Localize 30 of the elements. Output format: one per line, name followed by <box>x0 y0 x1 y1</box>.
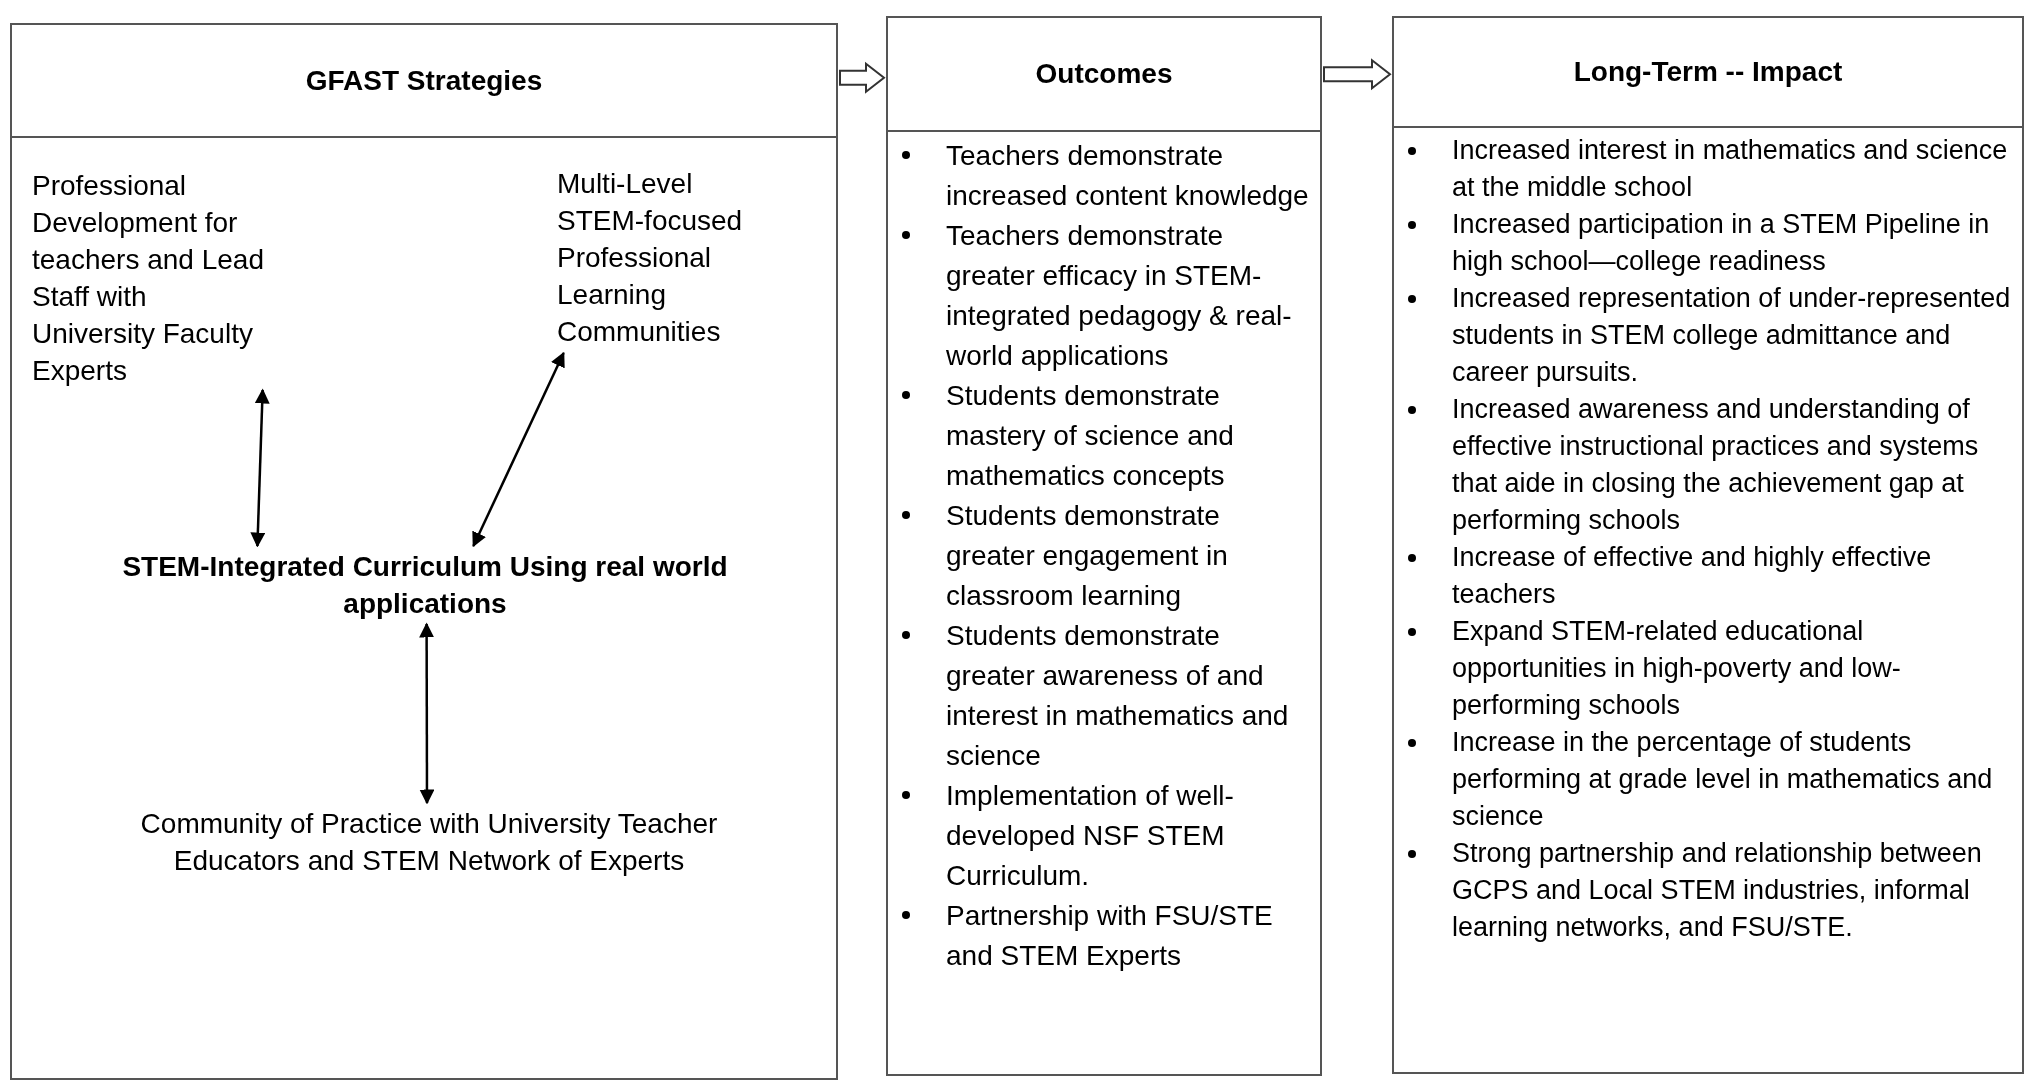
bullet-text: Students demonstrate greater engagement in classroom learning <box>946 499 1229 613</box>
column-heading: GFAST Strategies <box>305 63 543 98</box>
bullet-text: Increased representation of under-represented students in STEM college admittance and career pursuits. <box>1452 282 2012 389</box>
column-panel <box>886 16 1322 1076</box>
double-arrow <box>419 622 435 805</box>
bullet-text: Teachers demonstrate greater efficacy in STEM-integrated pedagogy & real-world applications <box>946 219 1293 373</box>
bullet-text: Increased interest in mathematics and science at the middle school <box>1452 134 2009 204</box>
curriculum-text: STEM-Integrated Curriculum Using real world applications <box>65 548 785 626</box>
bullet-text: Expand STEM-related educational opportunities in high-poverty and low-performing schools <box>1452 615 1902 722</box>
bullet-text: Increase of effective and highly effective teachers <box>1452 541 1933 611</box>
bullet-text: Increased participation in a STEM Pipeline in high school—college readiness <box>1452 208 1991 278</box>
column-heading: Long-Term -- Impact <box>1573 55 1843 89</box>
bullet-text: Strong partnership and relationship between GCPS and Local STEM industries, informal learning networks, and FSU/STE. <box>1452 837 1983 944</box>
block-arrow <box>839 61 886 94</box>
bullet-text: Increase in the percentage of students performing at grade level in mathematics and science <box>1452 726 1994 833</box>
strategy-text: Community of Practice with University Teacher Educators and STEM Network of Experts <box>79 805 779 919</box>
column-panel <box>1392 16 2024 1074</box>
column-panel <box>10 23 838 1080</box>
double-arrow <box>472 351 565 548</box>
strategy-text: Professional Development for teachers and Lead Staff with University Faculty Experts <box>32 167 267 392</box>
column-heading: Outcomes <box>1035 57 1173 91</box>
bullet-text: Students demonstrate greater awareness of and interest in mathematics and science <box>946 619 1290 773</box>
double-arrow <box>250 388 270 548</box>
bullet-text: Teachers demonstrate increased content knowledge <box>946 139 1310 213</box>
block-arrow <box>1323 58 1392 91</box>
strategy-text: Multi-Level STEM-focused Professional Learning Communities <box>557 165 772 355</box>
bullet-text: Implementation of well-developed NSF STEM Curriculum. <box>946 779 1235 893</box>
bullet-text: Partnership with FSU/STE and STEM Experts <box>946 899 1274 973</box>
bullet-text: Increased awareness and understanding of effective instructional practices and systems that aide in closing the achievement gap at performing schools <box>1452 393 1980 537</box>
bullet-text: Students demonstrate mastery of science and mathematics concepts <box>946 379 1235 493</box>
